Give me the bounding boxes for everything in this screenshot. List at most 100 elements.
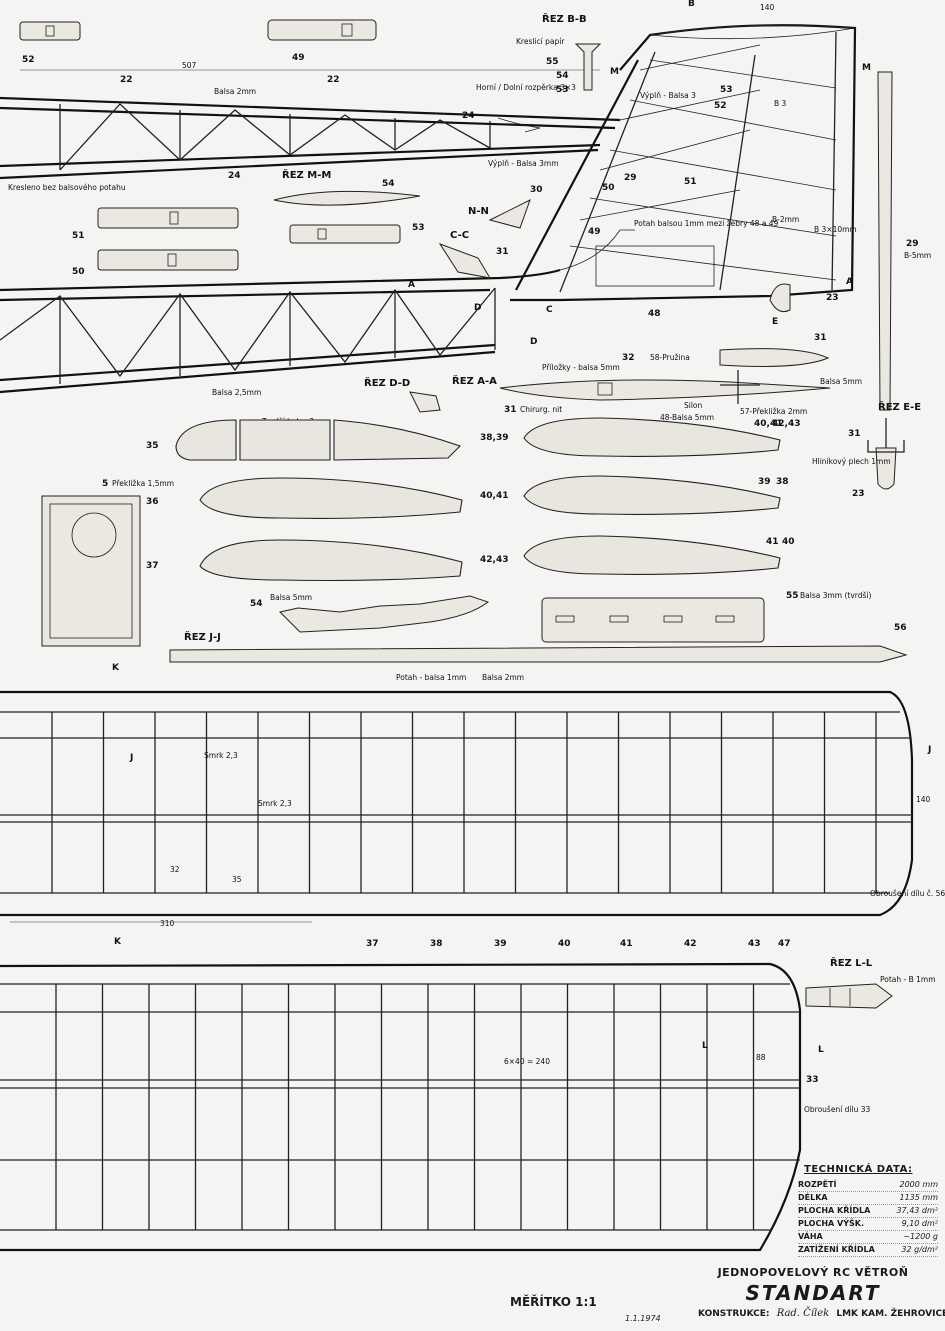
stabilizer-section [499,348,831,404]
rib-number-47: 47 [778,939,791,949]
note-smrk-b: Smrk 2,3 [258,799,292,808]
section-label-mm: ŘEZ M-M [282,168,331,181]
model-subtitle: JEDNOPOVELOVÝ RC VĚTROŇ [717,1266,909,1279]
model-name: STANDART [745,1281,881,1305]
part-label-54b: 54 [556,71,569,81]
part-label-48: 48 [648,309,661,319]
dim-35: 35 [232,875,242,884]
part-label-53b: 53 [556,85,569,95]
rib-label-42-43: 42,43 [480,555,508,565]
dim-140-fin: 140 [760,3,775,12]
rib-number-42: 42 [684,939,697,949]
title-block: JEDNOPOVELOVÝ RC VĚTROŇ STANDART [688,1266,938,1305]
section-marker-c: C [546,305,553,315]
part-label-56: 56 [894,623,907,633]
wing-panel-outer [0,690,914,917]
tech-value: 9,10 dm² [901,1219,938,1228]
part-label-5: 5 [102,479,108,489]
part-55-top: 55 54 53 [546,43,602,95]
rib-36: 36 [146,477,463,519]
part-label-29: 29 [624,173,637,183]
tech-row: VÁHA ~1200 g [798,1231,938,1244]
part-53-drawing: 53 [289,223,425,244]
part-label-29b: 29 [906,239,919,249]
rib-label-38-39: 38,39 [480,433,508,443]
section-marker-d2: D [530,337,537,347]
part-label-53: 53 [412,223,425,233]
rib-number-38: 38 [430,939,443,949]
part-label-23a: 23 [826,293,839,303]
dim-32: 32 [170,865,180,874]
tech-row: PLOCHA VÝŠK. 9,10 dm² [798,1218,938,1231]
part-label-51b: 51 [684,177,697,187]
part-50-drawing: 50 [72,249,239,277]
section-marker-l2: L [818,1045,824,1055]
note-b48: 48-Balsa 5mm [660,413,714,422]
technical-data-heading: TECHNICKÁ DATA: [804,1164,913,1175]
vertical-fin [510,24,857,302]
part-51-drawing: 51 [72,207,239,241]
part-label-22a: 22 [120,75,133,85]
rib-number-40: 40 [558,939,571,949]
tech-value: 1135 mm [899,1193,939,1202]
dim-88: 88 [756,1053,766,1062]
part-49-drawing: 49 [267,19,377,63]
part-label-31b: 31 [814,333,827,343]
note-balsa2-wing: Balsa 2mm [482,673,524,682]
note-potah-balsa1: Potah - balsa 1mm [396,673,466,682]
section-marker-a2: A [846,277,853,287]
part-label-33: 33 [806,1075,819,1085]
note-preklizka2: 57-Překližka 2mm [740,407,807,416]
note-kresici-papir: Kreslicí papír [516,37,565,46]
part-label-49: 49 [292,53,305,63]
tech-key: DÉLKA [798,1193,828,1202]
section-marker-k1: K [112,663,120,673]
part-label-22b: 22 [327,75,340,85]
note-b3x10: B 3×10mm [814,225,857,234]
tech-row: DÉLKA 1135 mm [798,1192,938,1205]
tech-row: PLOCHA KŘÍDLA 37,43 dm² [798,1205,938,1218]
rib-label-37: 37 [146,561,159,571]
section-label-cc: C-C [450,230,469,241]
note-b5: B-5mm [904,251,931,260]
note-preklizka5: Překližka 1,5mm [112,479,174,488]
drawing-date: 1.1.1974 [625,1314,661,1323]
section-ll-drawing [805,983,893,1009]
part-55-plate: 55 Balsa 3mm (tvrdší) [541,591,871,643]
part-label-52: 52 [22,55,35,65]
rib-35: 35 [146,419,462,461]
note-potah-b1: Potah - B 1mm [880,975,936,984]
tech-key: PLOCHA VÝŠK. [798,1219,865,1228]
rib-label-40-41: 40,41 [480,491,508,501]
note-balsa-5: Balsa 5mm [820,377,862,386]
part-label-53c: 53 [720,85,733,95]
rib-label-35: 35 [146,441,159,451]
rib-38-39: 38,39 40,41 42,43 [480,417,800,457]
part-label-31a: 31 [496,247,509,257]
tech-value: 37,43 dm² [896,1206,938,1215]
part-label-50: 50 [72,267,85,277]
note-vypln: Výplň - Balsa 3 [640,91,696,100]
part-label-23b: 23 [852,489,865,499]
part-label-54: 54 [382,179,395,189]
author-signature: Rad. Čílek [776,1308,830,1319]
note-silon: Silon [684,401,703,410]
tech-key: VÁHA [798,1232,823,1241]
part-label-31c: 31 [504,405,517,415]
tech-key: PLOCHA KŘÍDLA [798,1206,871,1215]
rib-label-39: 40,41 [754,419,782,429]
section-marker-j1: J [129,753,133,763]
rib-label-38: 42,43 [772,419,800,429]
part-label-30: 30 [530,185,543,195]
section-marker-b: B [688,0,695,9]
former-5: 5 Překližka 1,5mm [41,479,174,647]
part-label-50b: 50 [602,183,615,193]
note-b3: B 3 [774,99,787,108]
section-marker-k2: K [114,937,122,947]
note-balsa-3-fill: Výplň - Balsa 3mm [488,159,559,168]
tech-value: ~1200 g [903,1232,938,1241]
section-jj-strip: 56 [169,623,908,663]
part-29-strip: 29 B-5mm [877,71,931,411]
